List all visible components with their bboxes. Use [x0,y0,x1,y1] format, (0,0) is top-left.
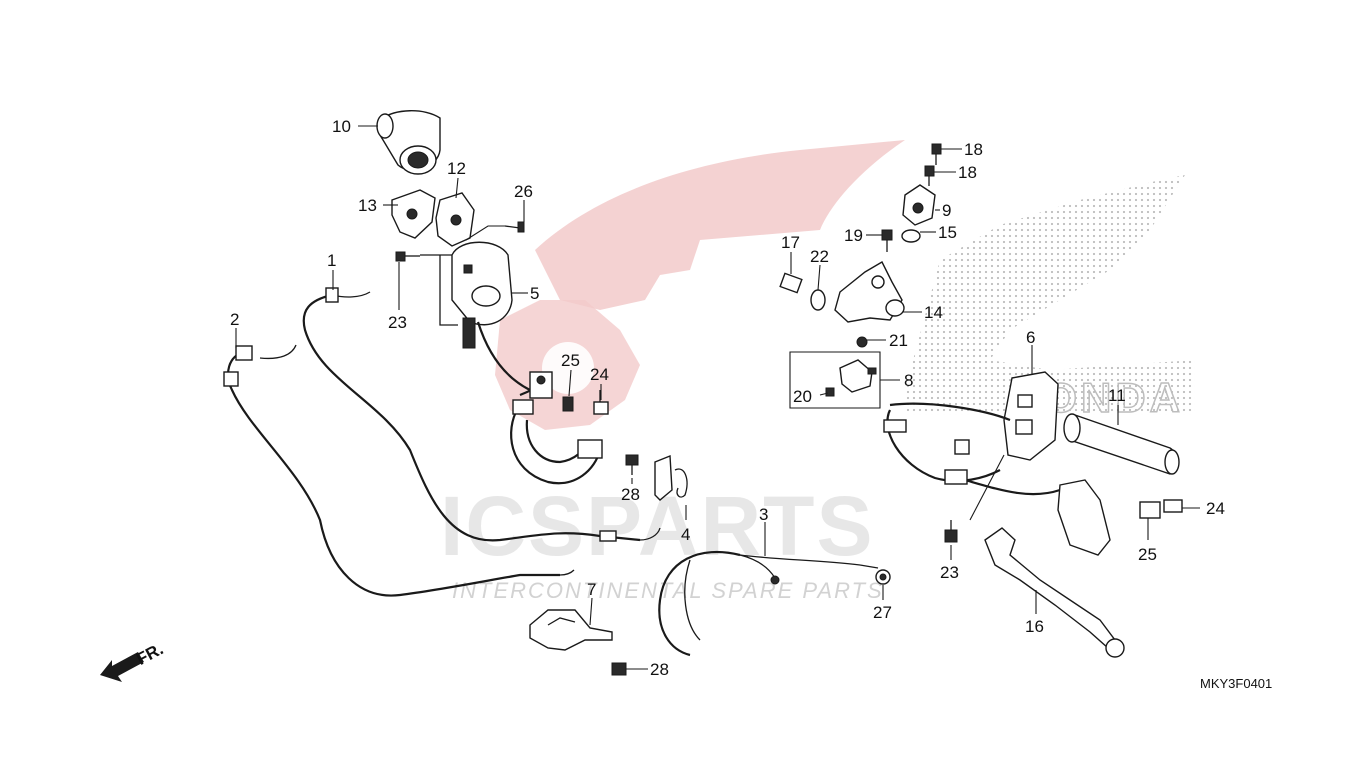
part-clip-24-right [1163,499,1183,513]
part-switch-harness [510,371,603,485]
callout-8: 8 [904,371,913,390]
callout-24-left: 24 [590,365,609,384]
callout-13: 13 [358,196,377,215]
diagram-code: MKY3F0401 [1200,676,1272,691]
callout-3: 3 [759,505,768,524]
part-screw-23-upper [395,251,420,262]
part-clutch-switch-group [789,351,881,409]
part-clamp-9 [902,184,936,226]
callout-28-upper: 28 [621,485,640,504]
callout-19: 19 [844,226,863,245]
callout-15: 15 [938,223,957,242]
part-bolt-15 [901,229,921,243]
leader-lines [235,125,1200,670]
callout-2: 2 [230,310,239,329]
callout-16: 16 [1025,617,1044,636]
callout-24-right: 24 [1206,499,1225,518]
part-bolt-28-lower [611,662,627,676]
callout-23-upper: 23 [388,313,407,332]
part-left-switch [883,371,1111,556]
callout-18a: 18 [964,140,983,159]
callout-21: 21 [889,331,908,350]
part-throttle-cable-1 [302,287,661,542]
part-bolt-28-upper [625,454,639,475]
callout-11: 11 [1108,386,1126,405]
callout-23-lower: 23 [940,563,959,582]
callout-6: 6 [1026,328,1035,347]
part-clutch-cable [658,550,879,657]
callout-7: 7 [587,580,596,599]
callout-28-lower: 28 [650,660,669,679]
callout-4: 4 [681,525,690,544]
watermark-wing-red [535,140,905,310]
callout-25-left: 25 [561,351,580,370]
part-clip-25-right [1139,501,1161,519]
callout-9: 9 [942,201,951,220]
part-washer-22 [810,289,826,311]
watermark-tagline: INTERCONTINENTAL SPARE PARTS [452,578,884,603]
part-left-grip [1063,413,1180,475]
part-screw-26 [465,221,525,241]
callout-14: 14 [924,303,943,322]
part-nut-21 [856,336,868,348]
part-throttle-grip [376,110,441,175]
direction-arrow-icon [100,652,144,682]
part-clip-24-left [593,390,609,415]
callout-17: 17 [781,233,800,252]
part-throttle-cable-2 [223,344,575,597]
part-bolt-23-lower [944,520,958,543]
callout-10: 10 [332,117,351,136]
watermark-wing-dotted [905,175,1195,415]
callout-5: 5 [530,284,539,303]
part-screw-18a [931,143,942,165]
part-screw-18b [924,165,935,186]
part-bolt-17 [779,272,803,294]
callout-26: 26 [514,182,533,201]
callout-27: 27 [873,603,892,622]
watermark: HONDA ICSPARTS INTERCONTINENTAL SPARE PA… [440,140,1195,603]
callout-25-right: 25 [1138,545,1157,564]
callout-22: 22 [810,247,829,266]
part-right-switch [420,241,531,391]
part-nut-27 [875,569,891,585]
part-lever-bracket-14 [834,261,905,323]
part-bolt-19 [881,229,893,252]
part-throttle-housing-lower [391,189,436,239]
part-clip-25-left [562,396,574,412]
part-throttle-housing-upper [435,192,475,247]
callout-labels: 10 12 13 26 1 2 23 5 25 24 28 4 3 7 28 2… [133,117,1272,691]
part-bracket-7 [529,609,613,651]
callout-18b: 18 [958,163,977,182]
part-cable-guide [654,454,688,501]
callout-12: 12 [447,159,466,178]
callout-1: 1 [327,251,336,270]
callout-20: 20 [793,387,812,406]
parts [100,110,1183,682]
part-clutch-lever [984,527,1125,658]
